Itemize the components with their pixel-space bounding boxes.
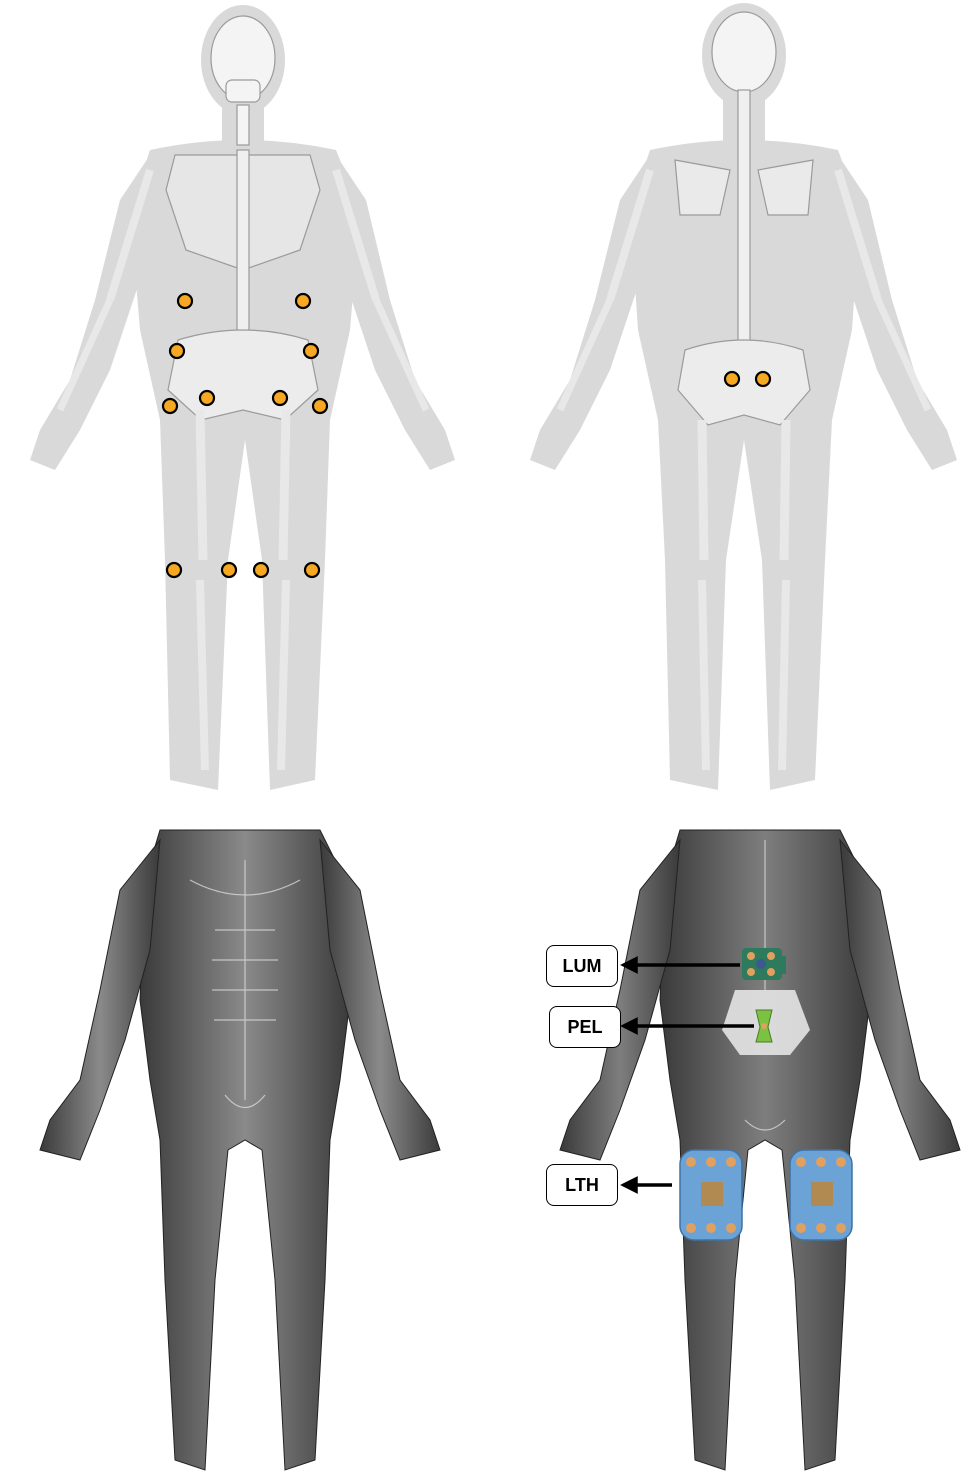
label-lth: LTH [546, 1164, 618, 1206]
marker-hip-medial-right [273, 391, 287, 405]
label-lum: LUM [546, 945, 618, 987]
marker-rib-right [296, 294, 310, 308]
marker-asis-right [304, 344, 318, 358]
marker-hip-lateral-right [313, 399, 327, 413]
marker-knee-medial-left [222, 563, 236, 577]
skeleton-bones-front [60, 16, 426, 770]
skeleton-back-view [490, 0, 979, 810]
marker-knee-lateral-left [167, 563, 181, 577]
marker-knee-medial-right [254, 563, 268, 577]
lth-sensor-right [790, 1150, 852, 1240]
musculature-front-view [0, 820, 490, 1479]
marker-hip-lateral-left [163, 399, 177, 413]
skeleton-bones-back [560, 12, 928, 770]
musculature-back-view [490, 820, 979, 1479]
marker-psis-left [725, 372, 739, 386]
muscle-body-back [560, 830, 960, 1470]
marker-asis-left [170, 344, 184, 358]
marker-rib-left [178, 294, 192, 308]
marker-knee-lateral-right [305, 563, 319, 577]
skeleton-front-view [0, 0, 490, 810]
muscle-body-front [40, 830, 440, 1470]
lum-sensor [742, 948, 786, 980]
label-pel: PEL [549, 1006, 621, 1048]
marker-hip-medial-left [200, 391, 214, 405]
marker-psis-right [756, 372, 770, 386]
lth-sensor-left [680, 1150, 742, 1240]
